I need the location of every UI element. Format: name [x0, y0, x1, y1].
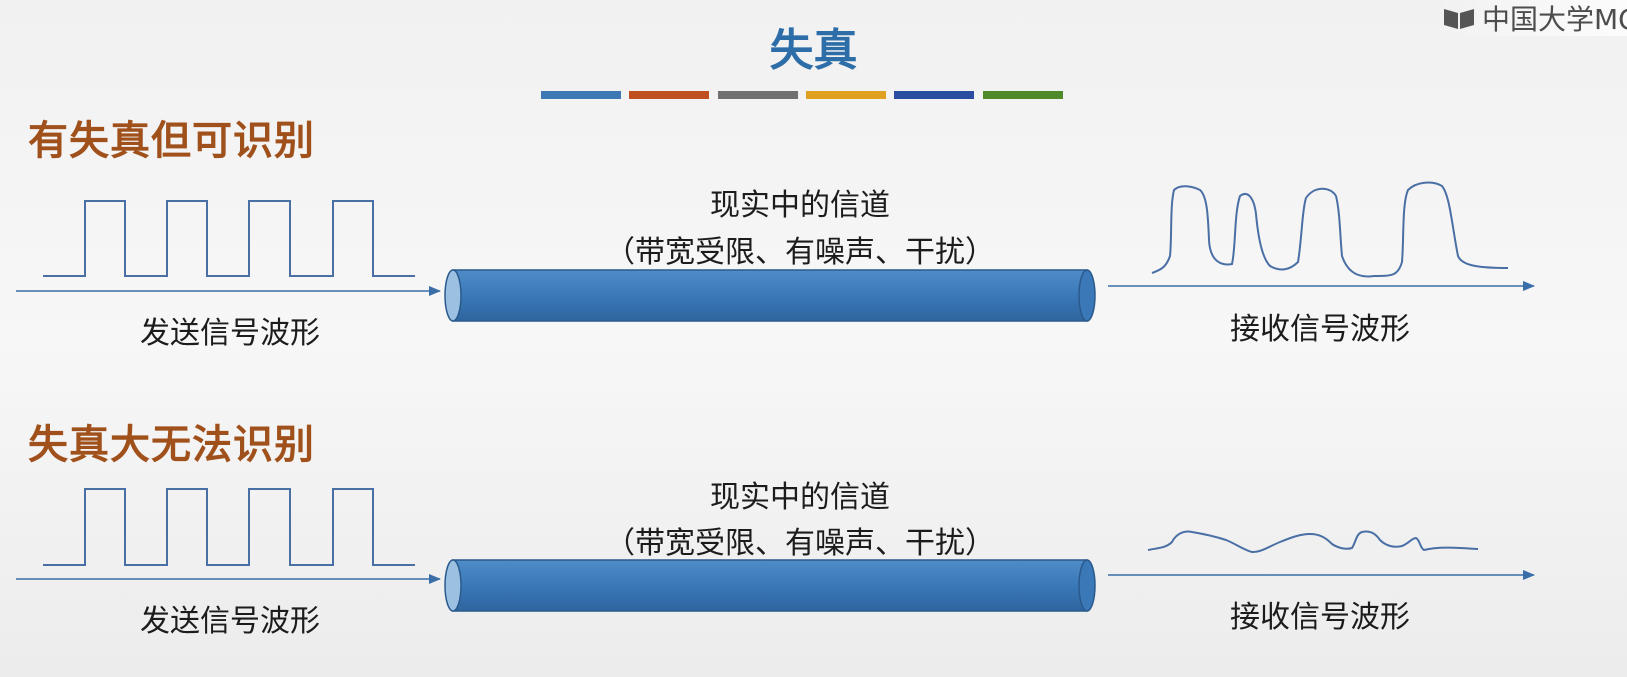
page-title: 失真	[769, 25, 858, 76]
watermark-text: 中国大学MO	[1482, 3, 1627, 36]
send-waveform-2	[43, 488, 415, 566]
receive-waveform-2	[1147, 530, 1479, 554]
section-heading-unrecognizable: 失真大无法识别	[28, 421, 315, 468]
channel-desc-2: （带宽受限、有噪声、干扰）	[605, 526, 995, 561]
send-label-1: 发送信号波形	[140, 316, 320, 351]
receive-label-1: 接收信号波形	[1230, 312, 1410, 347]
send-label-2: 发送信号波形	[140, 604, 320, 639]
title-rule-5	[894, 91, 974, 99]
channel-tube-1	[444, 269, 1096, 322]
book-icon	[1444, 9, 1474, 29]
channel-title-2: 现实中的信道	[710, 480, 890, 515]
title-rule-2	[629, 91, 709, 99]
channel-tube-2	[444, 559, 1096, 612]
title-rule-6	[983, 91, 1063, 99]
title-rule-3	[718, 91, 798, 99]
watermark-logo: 中国大学MO	[1434, 0, 1627, 36]
receive-label-2: 接收信号波形	[1230, 600, 1410, 635]
receive-waveform-1	[1151, 181, 1509, 278]
channel-desc-1: （带宽受限、有噪声、干扰）	[605, 235, 995, 270]
send-waveform-1	[43, 200, 415, 277]
channel-title-1: 现实中的信道	[710, 188, 890, 223]
section-heading-recognizable: 有失真但可识别	[28, 117, 315, 164]
title-rule-1	[541, 91, 621, 99]
title-rule-4	[806, 91, 886, 99]
